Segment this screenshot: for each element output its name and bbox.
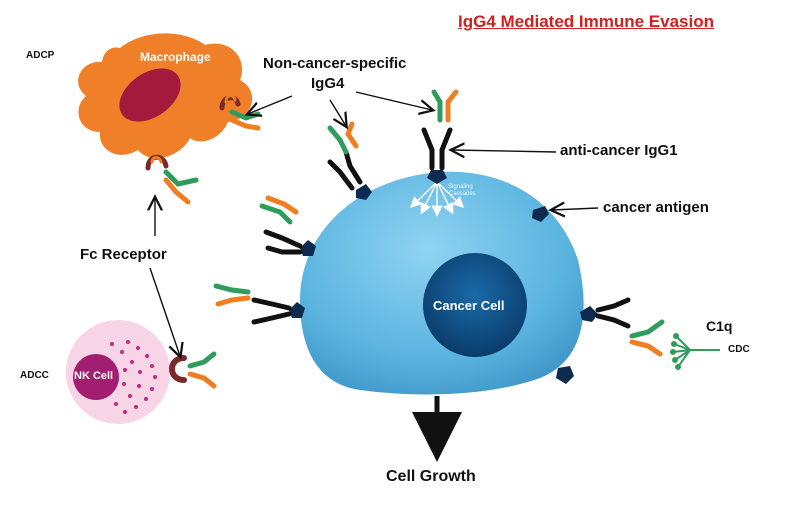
igg1-antibody-top bbox=[421, 127, 453, 171]
macrophage-receptor-2 bbox=[145, 154, 199, 205]
cdc-label: CDC bbox=[728, 344, 750, 355]
non-cancer-igg4-label-line2: IgG4 bbox=[311, 75, 345, 92]
igg1-antibody-left1 bbox=[263, 229, 303, 255]
signaling-label-line1: Signaling bbox=[448, 184, 473, 190]
nk-cell-nucleus bbox=[73, 354, 119, 400]
igg1-antibody-right bbox=[595, 297, 631, 329]
nk-cell-granules bbox=[110, 340, 157, 414]
diagram-title: IgG4 Mediated Immune Evasion bbox=[458, 12, 715, 31]
c1q-molecule bbox=[670, 333, 720, 370]
igg1-antibody-upper bbox=[327, 149, 363, 191]
igg1-antibody-left2 bbox=[251, 297, 292, 325]
macrophage-label: Macrophage bbox=[140, 50, 211, 64]
non-cancer-igg4-label-line1: Non-cancer-specific bbox=[263, 55, 407, 72]
c1q-label: C1q bbox=[706, 318, 733, 334]
signaling-label-line2: Cascades bbox=[449, 191, 476, 197]
macrophage-nucleus bbox=[119, 68, 181, 122]
nk-receptor bbox=[169, 351, 217, 389]
igg4-antibody-left1 bbox=[259, 195, 299, 225]
igg4-antibody-left2 bbox=[213, 283, 251, 307]
cancer-antigens bbox=[289, 170, 598, 384]
igg4-antibody-right bbox=[629, 319, 665, 357]
cell-growth-label: Cell Growth bbox=[386, 468, 476, 485]
fc-receptor-label: Fc Receptor bbox=[80, 246, 167, 263]
igg4-antibody-upper bbox=[327, 121, 359, 155]
cancer-antigen-label: cancer antigen bbox=[603, 199, 709, 216]
igg4-antibody-top bbox=[431, 89, 459, 123]
signaling-arrows bbox=[409, 181, 465, 217]
adcc-label: ADCC bbox=[20, 370, 49, 381]
anti-cancer-igg1-label: anti-cancer IgG1 bbox=[560, 142, 678, 159]
nk-cell-label: NK Cell bbox=[74, 370, 114, 382]
cancer-nucleus bbox=[423, 253, 527, 357]
adcp-label: ADCP bbox=[26, 50, 55, 61]
cancer-cell-label: Cancer Cell bbox=[433, 298, 505, 313]
pointer-arrows bbox=[150, 91, 599, 356]
